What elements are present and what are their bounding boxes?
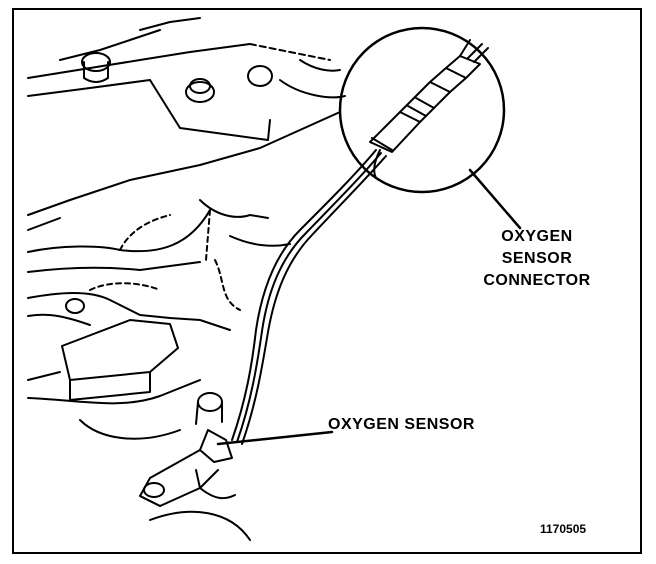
connector-label-line3: CONNECTOR	[483, 272, 591, 289]
oxygen-sensor-connector	[369, 39, 489, 179]
figure-code: 1170505	[540, 522, 587, 536]
figure-frame	[12, 8, 642, 554]
oxygen-sensor	[139, 429, 251, 541]
oxygen-sensor-connector-label: OXYGEN SENSOR CONNECTOR	[462, 226, 612, 292]
engine-block	[27, 17, 346, 231]
oxygen-sensor-label: OXYGEN SENSOR	[328, 416, 475, 433]
connector-magnifier	[338, 26, 506, 194]
connector-label-line2: SENSOR	[501, 250, 573, 267]
connector-label-line1: OXYGEN	[501, 228, 573, 245]
sensor-harness	[231, 149, 387, 445]
engine-bolts	[65, 52, 273, 425]
leader-lines	[216, 168, 522, 446]
exhaust-manifold	[27, 199, 291, 440]
